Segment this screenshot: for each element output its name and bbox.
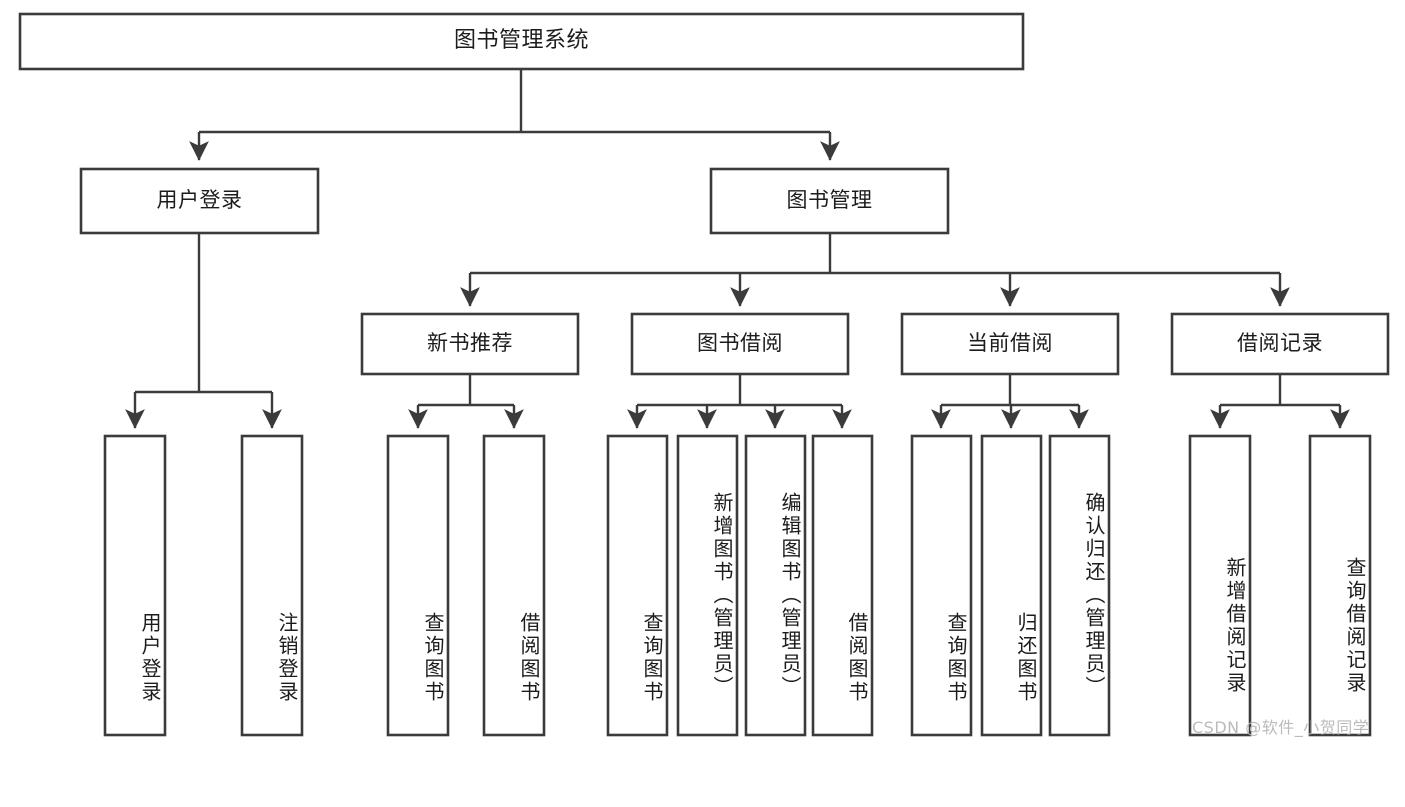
node-box-leaf-logout-login [240,434,304,737]
edge-current-borrow-to-leaves [931,374,1089,429]
edge-book-borrow-to-leaves [627,374,852,429]
node-box-leaf-query-book-3 [910,434,973,737]
edge-new-book-recommend-to-leaves [408,374,524,429]
node-box-new-book-recommend [360,312,580,376]
flowchart-svg [18,12,1390,737]
node-box-book-manage [709,167,950,235]
edge-book-manage-to-level2 [460,233,1290,307]
flowchart-diagram: 图书管理系统 用户登录 图书管理 新书推荐 图书借阅 当前借阅 借阅记录 用户登… [18,12,1390,737]
edge-root-to-level1 [189,69,840,161]
node-box-leaf-borrow-book-2 [811,434,874,737]
node-box-book-borrow [630,312,850,376]
node-box-leaf-query-book-2 [606,434,669,737]
edge-user-login-to-leaves [125,233,282,429]
node-box-borrow-record [1170,312,1390,376]
node-box-leaf-edit-book [744,434,807,737]
node-box-leaf-add-borrow-record [1188,434,1252,737]
node-box-leaf-borrow-book-1 [482,434,546,737]
node-box-leaf-query-borrow-record [1308,434,1372,737]
node-box-leaf-user-login [103,434,167,737]
node-box-leaf-query-book-1 [386,434,450,737]
node-box-leaf-return-book [980,434,1043,737]
csdn-watermark: CSDN @软件_小贺同学 [1192,718,1370,737]
edge-borrow-record-to-leaves [1210,374,1350,429]
node-box-leaf-confirm-return [1048,434,1111,737]
node-box-user-login [79,167,320,235]
node-box-root [18,12,1025,71]
node-box-leaf-add-book [676,434,739,737]
node-box-current-borrow [900,312,1120,376]
